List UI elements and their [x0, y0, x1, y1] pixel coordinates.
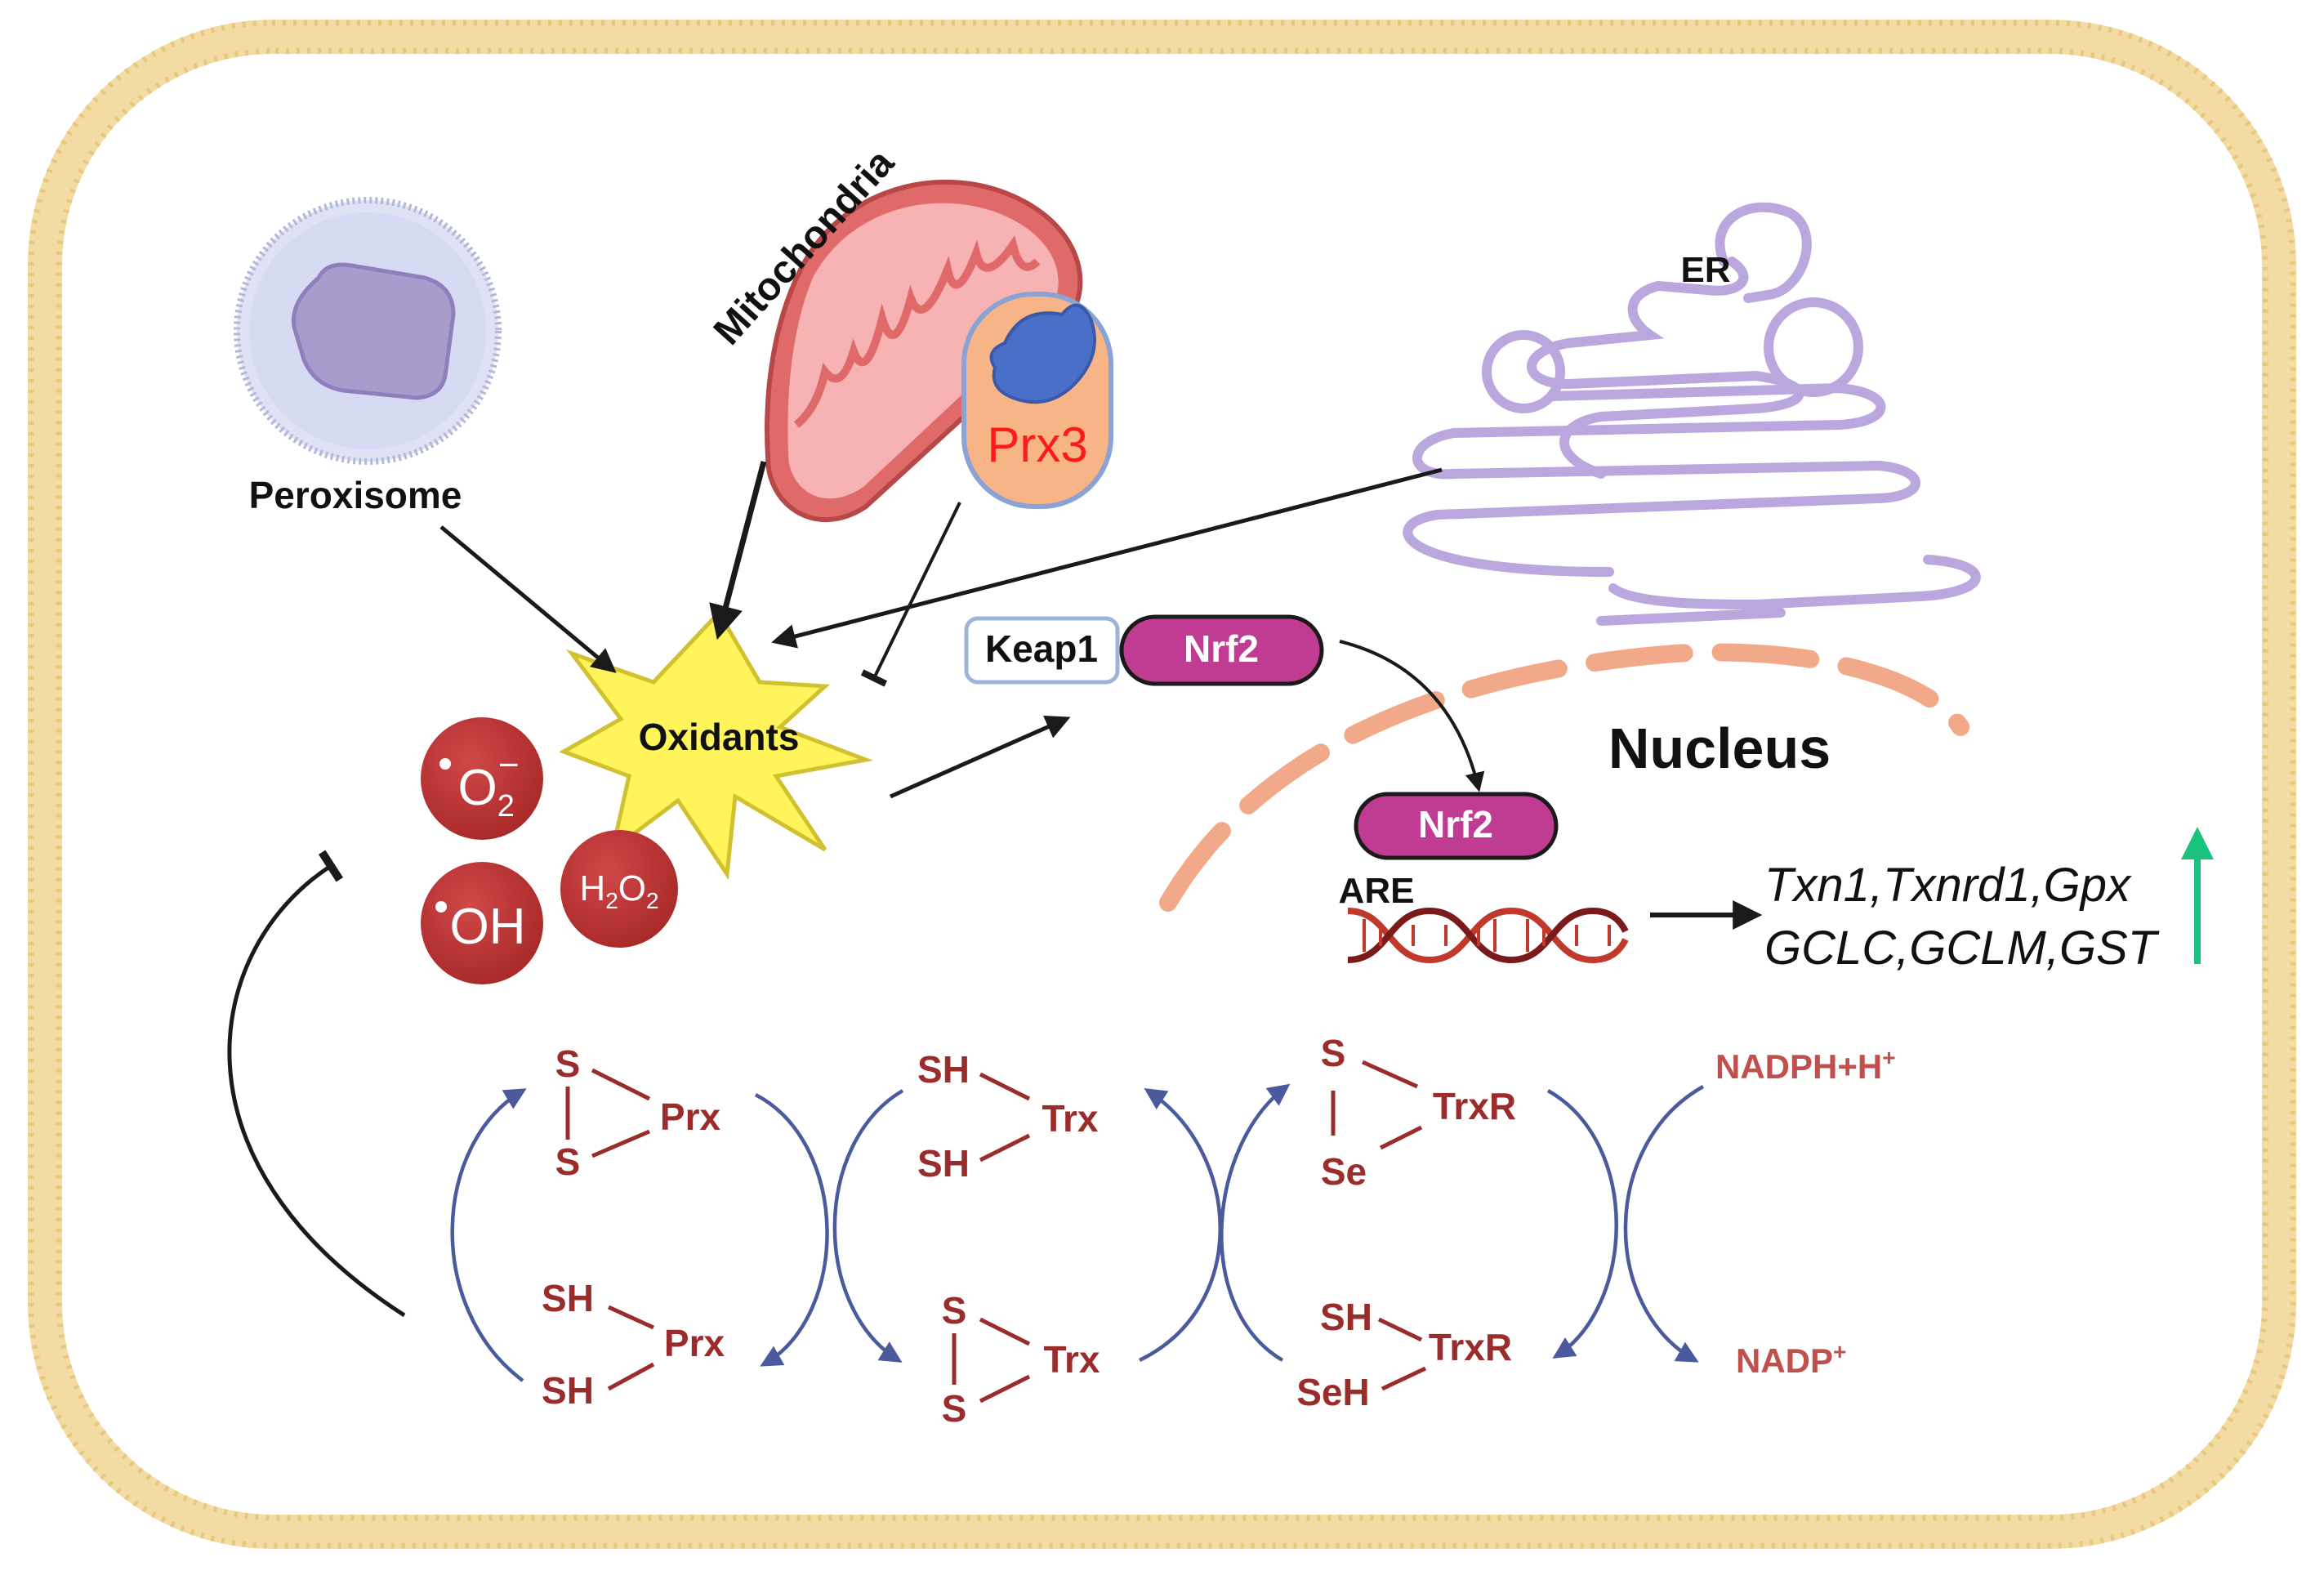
oxidants-to-keap1-arrow — [889, 715, 1071, 799]
svg-text:H2O2: H2O2 — [579, 868, 658, 913]
svg-text:TrxR: TrxR — [1433, 1085, 1516, 1127]
nuclear-envelope — [1159, 643, 1969, 912]
prx-oxidized: S S Prx — [555, 1042, 721, 1183]
svg-text:SeH: SeH — [1296, 1371, 1369, 1413]
svg-text:Prx: Prx — [664, 1322, 725, 1364]
peroxisome-organelle — [234, 197, 502, 465]
svg-text:S: S — [555, 1042, 581, 1085]
nucleus-label: Nucleus — [1608, 716, 1831, 780]
nrf2-label: Nrf2 — [1184, 627, 1259, 670]
er-to-oxidants-arrow — [771, 467, 1443, 649]
peroxisome-label: Peroxisome — [249, 474, 462, 516]
trxr-reduced: SH SeH TrxR — [1296, 1296, 1512, 1413]
prx-reduced: SH SH Prx — [542, 1277, 725, 1412]
cycle-inhibits-ros — [227, 850, 406, 1318]
cell-membrane — [28, 20, 2296, 1549]
svg-text:SH: SH — [917, 1048, 970, 1091]
svg-text:Trx: Trx — [1042, 1097, 1098, 1140]
svg-text:Trx: Trx — [1043, 1338, 1100, 1381]
nrf2-nuclear-label: Nrf2 — [1418, 803, 1493, 846]
svg-text:S: S — [555, 1140, 581, 1183]
er-organelle — [1403, 202, 1981, 626]
nrf2-cytoplasm-pill — [1119, 614, 1324, 686]
superoxide-circle: O2− — [421, 717, 543, 840]
h2o2-circle: H2O2 — [560, 830, 678, 948]
svg-text:SH: SH — [542, 1369, 594, 1412]
prx3-protein — [961, 292, 1113, 509]
keap1-label: Keap1 — [985, 627, 1098, 670]
svg-text:SH: SH — [542, 1277, 594, 1319]
oxidants-burst — [559, 609, 874, 881]
svg-text:OH: OH — [450, 899, 526, 955]
oxidants-label: Oxidants — [639, 716, 800, 758]
keap1-box — [964, 616, 1120, 685]
trxr-oxidized: S Se TrxR — [1321, 1032, 1516, 1193]
mitochondria-organelle — [765, 179, 1083, 523]
svg-text:O2−: O2− — [457, 745, 519, 823]
svg-text:Prx: Prx — [660, 1096, 721, 1138]
nrf2-translocation-arrow — [1339, 640, 1485, 792]
target-genes-line2: GCLC,GCLM,GST — [1764, 922, 2160, 975]
svg-text:SH: SH — [917, 1142, 970, 1185]
nadph-label: NADPH+H+ — [1715, 1045, 1896, 1086]
target-genes-line1: Txn1,Txnrd1,Gpx — [1764, 859, 2132, 912]
prx3-inhibits-oxidants — [860, 502, 961, 687]
trx-reduced: SH SH Trx — [917, 1048, 1099, 1185]
svg-text:Se: Se — [1321, 1150, 1367, 1193]
mito-to-oxidants-arrow — [709, 461, 767, 640]
er-label: ER — [1680, 250, 1730, 290]
svg-text:SH: SH — [1320, 1296, 1372, 1338]
redox-cycle-arrows — [450, 1083, 1705, 1382]
nadp-label: NADP+ — [1736, 1339, 1846, 1380]
are-label: ARE — [1339, 871, 1415, 911]
dna-helix — [1347, 907, 1629, 964]
nrf2-nuclear-pill — [1354, 792, 1559, 860]
svg-text:S: S — [942, 1387, 967, 1430]
svg-text:S: S — [1321, 1032, 1346, 1074]
trx-oxidized: S S Trx — [942, 1289, 1100, 1430]
svg-text:TrxR: TrxR — [1429, 1326, 1512, 1368]
prx3-label: Prx3 — [987, 417, 1087, 472]
peroxisome-to-oxidants-arrow — [439, 525, 617, 673]
svg-text:S: S — [942, 1289, 967, 1332]
hydroxyl-circle: OH — [421, 862, 543, 984]
